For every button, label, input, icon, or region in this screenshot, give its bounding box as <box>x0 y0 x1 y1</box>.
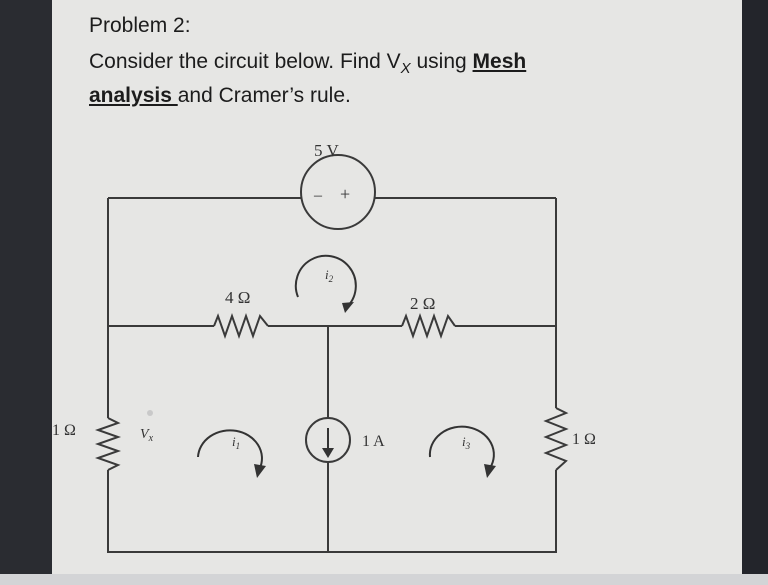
mesh-i2-arrow <box>294 254 357 307</box>
voltage-source <box>300 154 376 230</box>
mesh-i1-label: i1 <box>232 434 240 451</box>
source-voltage-label: 5 V <box>314 141 339 160</box>
problem-title: Problem 2: <box>89 14 191 37</box>
vx-label: Vx <box>140 427 154 444</box>
statement-rest: and Cramer’s rule. <box>177 84 351 107</box>
resistor-4ohm-label: 4 Ω <box>225 288 250 307</box>
background-bottom <box>0 574 768 585</box>
resistor-4ohm <box>213 312 269 340</box>
source-plus: + <box>340 184 350 204</box>
source-minus: – <box>313 187 323 204</box>
resistor-right-1ohm <box>543 407 569 471</box>
resistor-right-1ohm-label: 1 Ω <box>572 431 596 448</box>
background-right <box>742 0 768 585</box>
resistor-2ohm <box>401 312 456 340</box>
wire-bottom <box>107 470 557 553</box>
analysis-emphasis: analysis <box>89 84 178 107</box>
statement-middle: using <box>410 50 473 73</box>
mesh-i3-arrowhead <box>484 464 496 478</box>
problem-statement-line2: analysis and Cramer’s rule. <box>89 84 351 108</box>
mesh-i3-label: i3 <box>462 434 471 451</box>
resistor-left-1ohm <box>94 417 122 471</box>
current-source-label: 1 A <box>362 433 385 450</box>
current-arrow-head <box>322 448 334 458</box>
problem-statement-line1: Consider the circuit below. Find VX usin… <box>89 50 526 77</box>
mesh-emphasis: Mesh <box>472 50 527 73</box>
vx-subscript: X <box>400 60 411 78</box>
mesh-i1-arrow <box>197 429 263 469</box>
mesh-i1-arrowhead <box>254 464 266 478</box>
paper-sheet <box>52 0 742 574</box>
background-left <box>0 0 52 574</box>
resistor-2ohm-label: 2 Ω <box>410 294 435 313</box>
mesh-i2-arrowhead <box>342 302 354 313</box>
mesh-i2-label: i2 <box>325 267 334 284</box>
vx-plus-marker <box>147 410 153 416</box>
mesh-i3-arrow <box>428 425 495 469</box>
resistor-left-1ohm-label: 1 Ω <box>52 422 76 439</box>
statement-prefix: Consider the circuit below. Find V <box>89 50 401 73</box>
